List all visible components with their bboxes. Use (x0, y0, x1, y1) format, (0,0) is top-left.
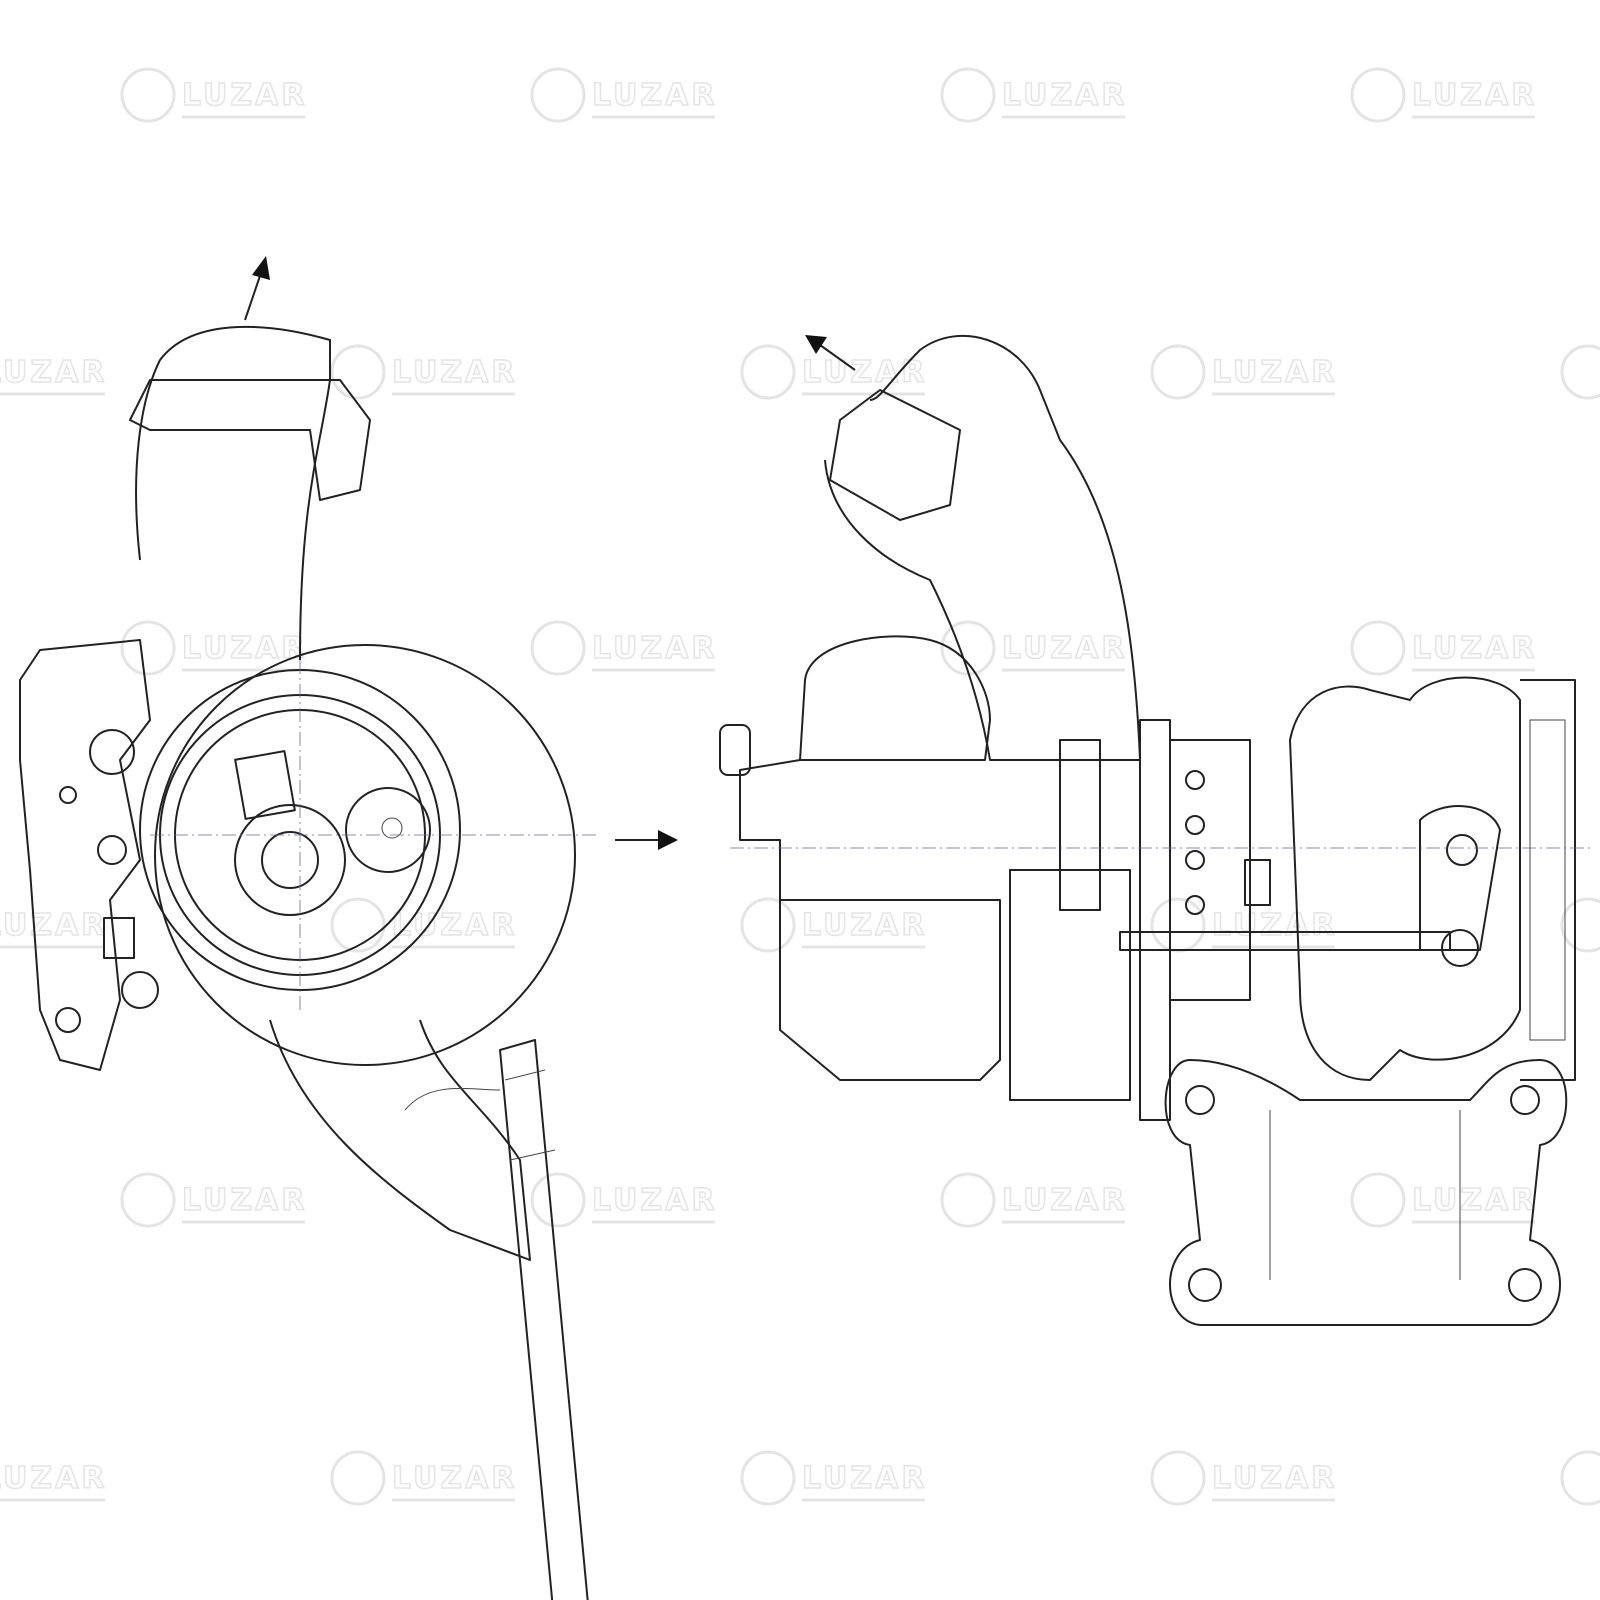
luzar-logo-icon (120, 620, 176, 676)
luzar-logo-icon (1560, 897, 1600, 953)
luzar-logo-icon (1560, 344, 1600, 400)
luzar-watermark: LUZAR (330, 344, 517, 400)
compressor-housing-outer (154, 644, 576, 1066)
luzar-watermark: LUZAR (330, 897, 517, 953)
luzar-logo-icon (740, 1450, 796, 1506)
luzar-wordmark: LUZAR (592, 78, 717, 113)
luzar-logo-icon (120, 1172, 176, 1228)
luzar-watermark: LUZAR (120, 620, 307, 676)
luzar-wordmark: LUZAR (0, 355, 107, 390)
luzar-watermark: LUZAR (120, 67, 307, 123)
luzar-watermark: LUZAR (740, 344, 927, 400)
luzar-wordmark: LUZAR (1002, 631, 1127, 666)
luzar-watermark: LUZAR (1150, 344, 1337, 400)
luzar-watermark: LUZAR (940, 620, 1127, 676)
luzar-wordmark: LUZAR (1002, 1183, 1127, 1218)
turbine-mounting-flange (1164, 1059, 1568, 1326)
luzar-logo-icon (530, 1172, 586, 1228)
luzar-wordmark: LUZAR (802, 1461, 927, 1496)
turbine-housing (1289, 676, 1521, 1081)
luzar-watermark: LUZAR (740, 897, 927, 953)
luzar-logo-icon (1350, 67, 1406, 123)
luzar-wordmark: LUZAR (802, 355, 927, 390)
luzar-logo-icon (1350, 620, 1406, 676)
exhaust-flange-pipe (269, 1019, 531, 1261)
luzar-watermark: LUZAR (1350, 1172, 1537, 1228)
luzar-wordmark: LUZAR (592, 631, 717, 666)
luzar-wordmark: LUZAR (392, 355, 517, 390)
luzar-logo-icon (940, 67, 996, 123)
luzar-logo-icon (330, 1450, 386, 1506)
luzar-watermark: LUZAR (1150, 1450, 1337, 1506)
luzar-watermark: LUZAR (530, 620, 717, 676)
luzar-watermark: LUZAR (120, 1172, 307, 1228)
luzar-watermark: LUZAR (0, 907, 107, 949)
luzar-wordmark: LUZAR (802, 908, 927, 943)
luzar-watermark: LUZAR (0, 354, 107, 396)
center-lines (150, 660, 1590, 1010)
luzar-watermark: LUZAR (1560, 897, 1600, 953)
luzar-watermark: LUZAR (940, 1172, 1127, 1228)
luzar-logo-icon (1350, 1172, 1406, 1228)
luzar-wordmark: LUZAR (1002, 78, 1127, 113)
luzar-wordmark: LUZAR (182, 78, 307, 113)
luzar-logo-icon (1150, 1450, 1206, 1506)
luzar-logo-icon (940, 1172, 996, 1228)
view-direction-arrow (658, 830, 678, 850)
front-view-turbocharger (19, 325, 589, 1600)
luzar-logo-icon (1150, 344, 1206, 400)
luzar-watermark: LUZAR (940, 67, 1127, 123)
luzar-wordmark: LUZAR (392, 908, 517, 943)
luzar-logo-icon (1150, 897, 1206, 953)
watermarks: LUZAR LUZAR LUZAR LUZAR LUZAR LUZAR LUZAR LUZAR… (0, 67, 1600, 1506)
luzar-watermark: LUZAR (1350, 67, 1537, 123)
luzar-logo-icon (120, 67, 176, 123)
luzar-watermark: LUZAR (1150, 897, 1337, 953)
outlet-pipe-side (824, 334, 1141, 761)
luzar-watermark: LUZAR (740, 1450, 927, 1506)
luzar-watermark: LUZAR (1560, 344, 1600, 400)
luzar-wordmark: LUZAR (1412, 631, 1537, 666)
arrows (244, 256, 856, 850)
luzar-logo-icon (330, 897, 386, 953)
luzar-wordmark: LUZAR (592, 1183, 717, 1218)
luzar-logo-icon (1560, 1450, 1600, 1506)
luzar-wordmark: LUZAR (1212, 908, 1337, 943)
outlet-pipe (135, 325, 331, 661)
luzar-watermark: LUZAR (330, 1450, 517, 1506)
luzar-wordmark: LUZAR (0, 908, 107, 943)
luzar-watermark: LUZAR (530, 67, 717, 123)
luzar-wordmark: LUZAR (182, 1183, 307, 1218)
luzar-wordmark: LUZAR (1412, 78, 1537, 113)
luzar-logo-icon (330, 344, 386, 400)
luzar-wordmark: LUZAR (1412, 1183, 1537, 1218)
luzar-logo-icon (740, 344, 796, 400)
luzar-wordmark: LUZAR (392, 1461, 517, 1496)
luzar-wordmark: LUZAR (1212, 355, 1337, 390)
luzar-watermark: LUZAR (1350, 620, 1537, 676)
luzar-watermark: LUZAR (1560, 1450, 1600, 1506)
luzar-wordmark: LUZAR (1212, 1461, 1337, 1496)
luzar-logo-icon (530, 67, 586, 123)
luzar-wordmark: LUZAR (182, 631, 307, 666)
outlet-arrow-right-view (805, 335, 827, 354)
luzar-watermark: LUZAR (530, 1172, 717, 1228)
luzar-watermark: LUZAR (0, 1460, 107, 1502)
actuator-body (799, 635, 991, 761)
luzar-logo-icon (530, 620, 586, 676)
luzar-wordmark: LUZAR (0, 1461, 107, 1496)
luzar-logo-icon (740, 897, 796, 953)
side-view-turbocharger (719, 334, 1576, 1326)
outlet-arrow-left-view (252, 256, 270, 280)
actuator-housing (19, 639, 151, 1071)
